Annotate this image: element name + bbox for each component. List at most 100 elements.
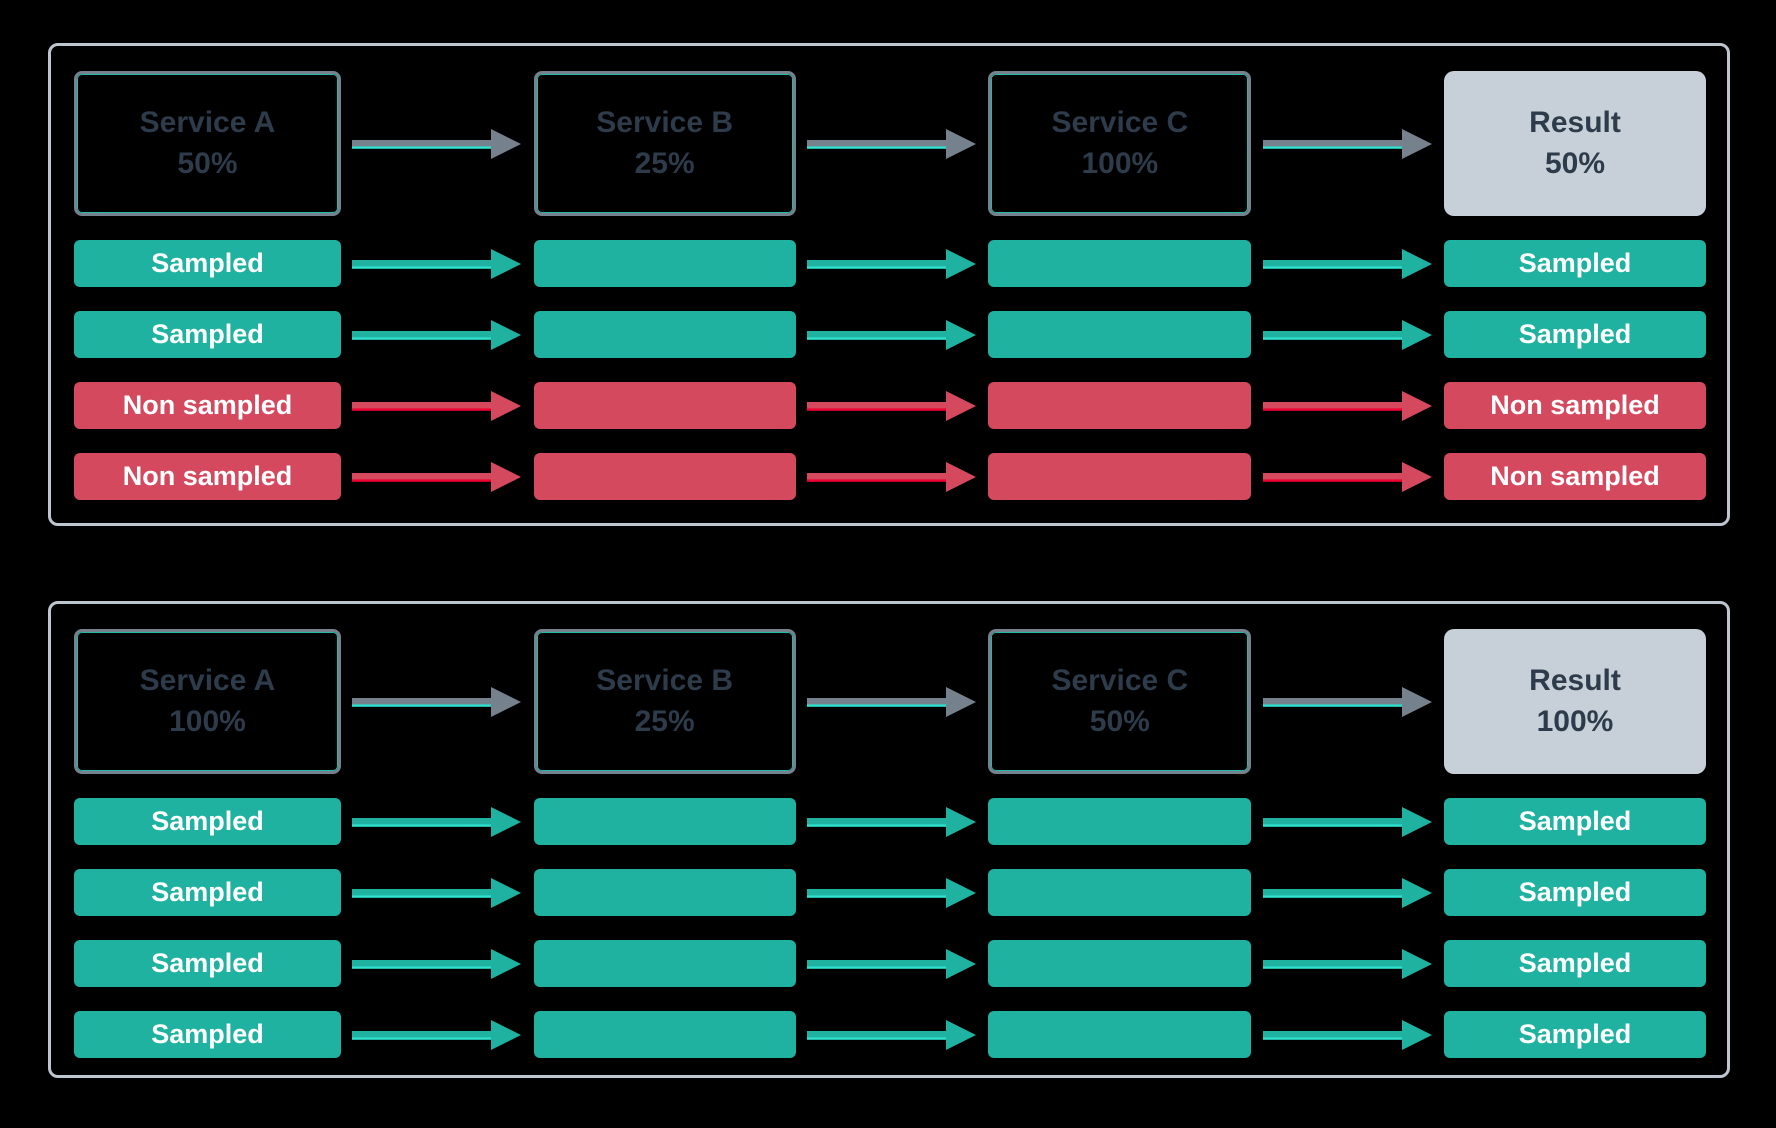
scenario-1-grid: Service A 50% Service B 25% Service C 10… (51, 46, 1727, 523)
sampled-pill: Sampled (1444, 869, 1706, 916)
sampled-pill (988, 240, 1252, 287)
sampling-scenario-panel-1: Service A 50% Service B 25% Service C 10… (48, 43, 1730, 526)
service-rate: 100% (1081, 147, 1159, 180)
trace-arrow-cell (341, 311, 534, 358)
service-rate: 25% (634, 705, 695, 738)
trace-arrow-cell (796, 240, 989, 287)
arrow-right-icon (1262, 948, 1432, 979)
trace-arrow-cell (796, 940, 989, 987)
sampled-pill (533, 1011, 796, 1058)
service-rate: 50% (177, 147, 238, 180)
pill-label: Non sampled (1490, 461, 1660, 491)
arrow-right-icon (352, 390, 522, 421)
pill-label: Sampled (1518, 319, 1632, 349)
trace-arrow-cell (341, 453, 534, 500)
trace-arrow-cell (796, 869, 989, 916)
arrow-right-icon (1262, 686, 1432, 717)
service-name: Service C (1051, 106, 1189, 139)
trace-arrow-cell (341, 1011, 534, 1058)
service-rate: 100% (169, 705, 246, 738)
pill-label: Sampled (1518, 1019, 1632, 1049)
result-box: Result 50% (1444, 71, 1706, 216)
trace-arrow-cell (341, 382, 534, 429)
result-label: Result (1529, 106, 1621, 139)
pill-label: Non sampled (122, 461, 293, 491)
trace-arrow-cell (1251, 311, 1444, 358)
non-sampled-pill (533, 382, 796, 429)
arrow-right-icon (352, 1019, 522, 1050)
arrow-right-icon (352, 128, 522, 159)
sampled-pill (533, 798, 796, 845)
pill-label: Sampled (151, 877, 264, 907)
arrow-right-icon (1262, 461, 1432, 492)
sampled-pill (533, 311, 796, 358)
flow-arrow-cell (1251, 71, 1444, 216)
sampled-pill: Sampled (1444, 940, 1706, 987)
service-a-box: Service A 100% (74, 629, 341, 774)
arrow-right-icon (352, 806, 522, 837)
service-b-box: Service B 25% (533, 629, 796, 774)
flow-arrow-cell (796, 629, 989, 774)
arrow-right-icon (806, 390, 976, 421)
trace-arrow-cell (1251, 382, 1444, 429)
trace-arrow-cell (341, 798, 534, 845)
service-rate: 25% (634, 147, 695, 180)
service-a-box: Service A 50% (74, 71, 341, 216)
non-sampled-pill (988, 382, 1252, 429)
non-sampled-pill: Non sampled (74, 382, 341, 429)
sampled-pill: Sampled (74, 798, 341, 845)
arrow-right-icon (1262, 877, 1432, 908)
pill-label: Sampled (1518, 248, 1632, 278)
trace-arrow-cell (1251, 940, 1444, 987)
arrow-right-icon (352, 461, 522, 492)
trace-arrow-cell (796, 311, 989, 358)
arrow-right-icon (806, 319, 976, 350)
result-label: Result (1529, 664, 1621, 697)
pill-label: Non sampled (1490, 390, 1660, 420)
flow-arrow-cell (1251, 629, 1444, 774)
non-sampled-pill: Non sampled (1444, 453, 1706, 500)
trace-arrow-cell (1251, 798, 1444, 845)
service-name: Service B (596, 106, 734, 139)
trace-arrow-cell (1251, 240, 1444, 287)
sampled-pill (533, 869, 796, 916)
trace-arrow-cell (796, 1011, 989, 1058)
trace-arrow-cell (341, 940, 534, 987)
result-box: Result 100% (1444, 629, 1706, 774)
result-rate: 100% (1536, 705, 1614, 738)
pill-label: Sampled (1518, 948, 1632, 978)
sampled-pill: Sampled (1444, 798, 1706, 845)
sampled-pill (988, 940, 1252, 987)
sampled-pill: Sampled (1444, 311, 1706, 358)
service-name: Service A (139, 106, 276, 139)
arrow-right-icon (352, 877, 522, 908)
non-sampled-pill: Non sampled (1444, 382, 1706, 429)
result-rate: 50% (1544, 147, 1606, 180)
sampled-pill (988, 798, 1252, 845)
sampled-pill: Sampled (1444, 240, 1706, 287)
flow-arrow-cell (796, 71, 989, 216)
pill-label: Non sampled (122, 390, 293, 420)
trace-arrow-cell (1251, 453, 1444, 500)
sampled-pill (533, 940, 796, 987)
sampled-pill: Sampled (74, 940, 341, 987)
service-c-box: Service C 100% (988, 71, 1252, 216)
arrow-right-icon (806, 877, 976, 908)
arrow-right-icon (806, 686, 976, 717)
trace-arrow-cell (341, 240, 534, 287)
arrow-right-icon (1262, 390, 1432, 421)
arrow-right-icon (1262, 806, 1432, 837)
sampled-pill (988, 311, 1252, 358)
service-c-box: Service C 50% (988, 629, 1252, 774)
service-name: Service C (1051, 664, 1189, 697)
arrow-right-icon (1262, 1019, 1432, 1050)
pill-label: Sampled (151, 248, 264, 278)
pill-label: Sampled (151, 806, 264, 836)
trace-arrow-cell (796, 453, 989, 500)
arrow-right-icon (806, 806, 976, 837)
trace-arrow-cell (1251, 869, 1444, 916)
arrow-right-icon (806, 248, 976, 279)
service-name: Service A (139, 664, 276, 697)
service-name: Service B (596, 664, 734, 697)
arrow-right-icon (806, 948, 976, 979)
